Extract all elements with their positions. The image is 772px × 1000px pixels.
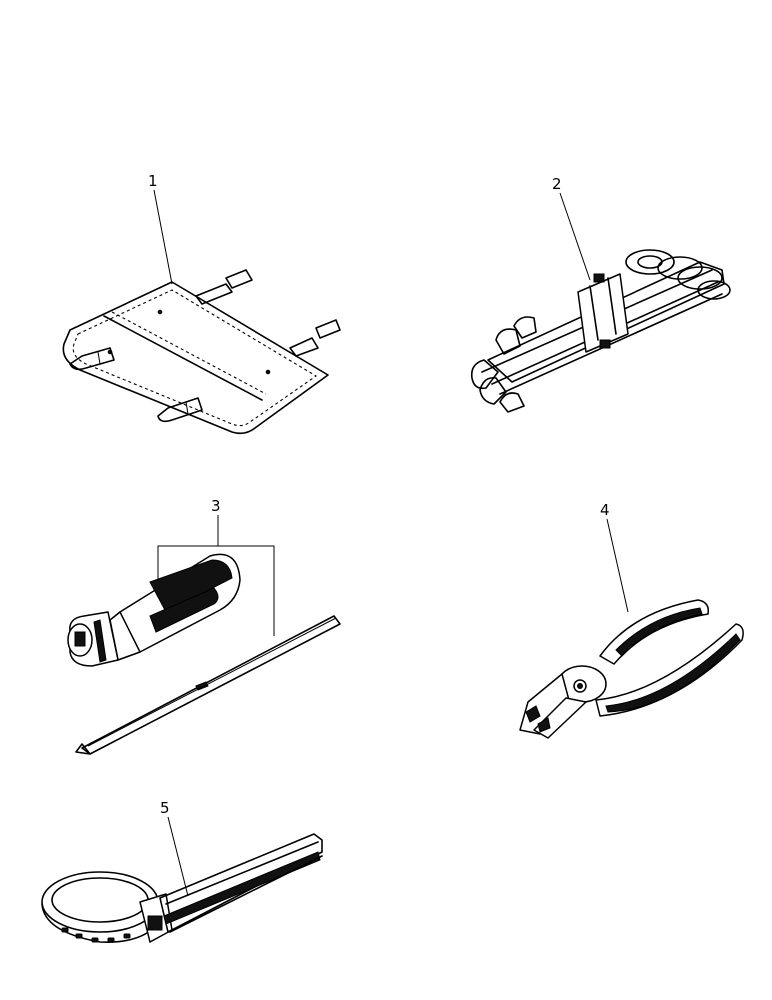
strap-wrench: 5 — [41, 799, 323, 943]
callout-4-leader — [606, 518, 629, 613]
screwdriver-set: 3 — [67, 497, 341, 755]
wrench-set: 2 — [470, 175, 731, 413]
callout-3-label: 3 — [211, 497, 221, 515]
callout-2-leader — [559, 192, 591, 281]
callout-2-label: 2 — [552, 175, 562, 193]
callout-5-label: 5 — [160, 799, 170, 817]
callout-5-leader — [167, 816, 189, 897]
callout-1-label: 1 — [148, 172, 158, 190]
callout-1-leader — [153, 189, 173, 285]
callout-4-label: 4 — [600, 501, 610, 519]
pliers: 4 — [519, 501, 744, 739]
tool-roll-pouch: 1 — [62, 172, 341, 435]
